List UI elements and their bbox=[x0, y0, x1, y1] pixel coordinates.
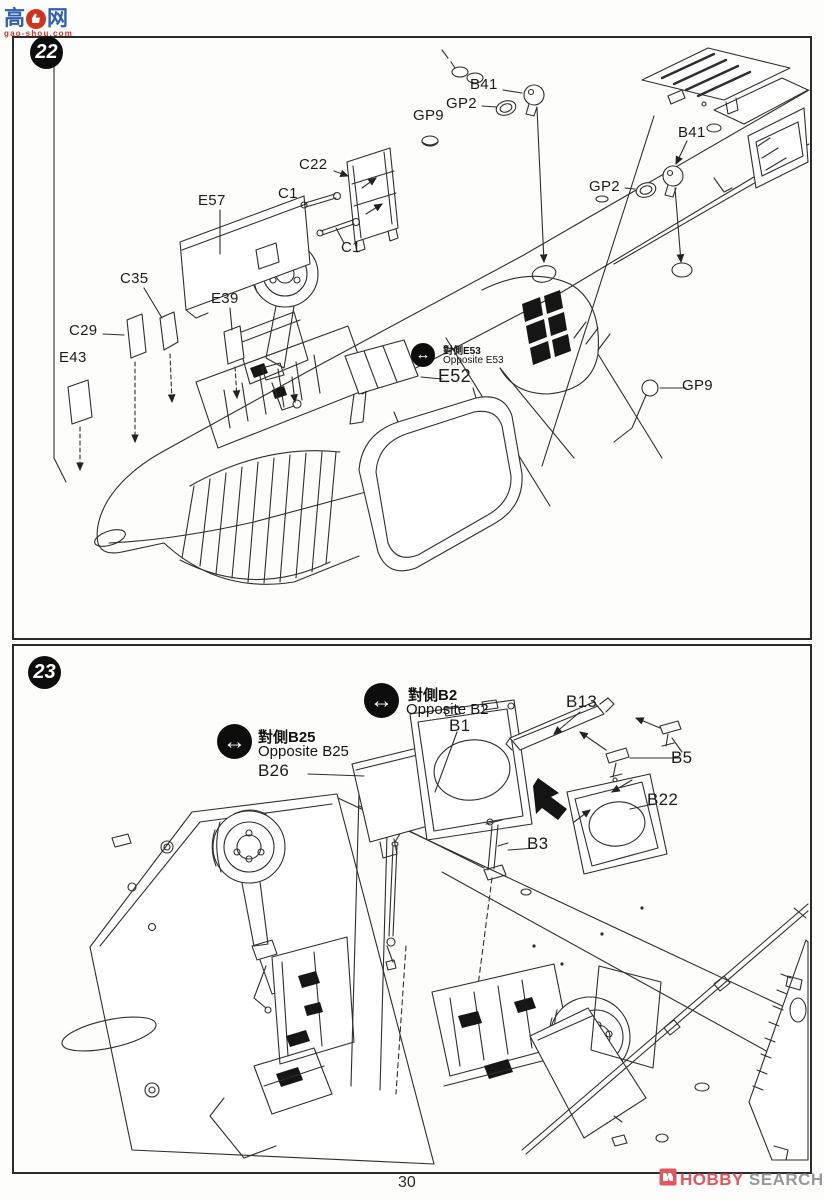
part-gp2-right bbox=[635, 182, 657, 198]
part-gp9-right bbox=[641, 379, 659, 397]
part-label-c35: C35 bbox=[120, 270, 149, 287]
part-b13 bbox=[505, 697, 615, 751]
nose-wheel bbox=[211, 809, 286, 884]
part-c1-lower bbox=[316, 217, 361, 237]
part-b3 bbox=[483, 818, 509, 881]
opposite-arrow-icon: ↔ bbox=[364, 683, 399, 718]
part-e57 bbox=[179, 195, 311, 319]
part-label-e52: E52 bbox=[438, 366, 471, 386]
gaoshou-watermark: 高 网 gao-shou.com bbox=[4, 8, 73, 38]
part-label-c1-lower: C1 bbox=[341, 239, 361, 256]
logo-text-hobby: HOBBY bbox=[680, 1169, 744, 1189]
part-label-b5: B5 bbox=[671, 748, 693, 767]
spar-strip bbox=[521, 903, 809, 1155]
opposite-note-en: Opposite E53 bbox=[443, 355, 504, 366]
part-b5-left bbox=[605, 747, 630, 783]
part-c1-upper bbox=[300, 191, 342, 209]
step-number-badge: 23 bbox=[28, 656, 61, 689]
main-gear-door bbox=[529, 1007, 647, 1139]
part-label-b41-right: B41 bbox=[678, 124, 706, 141]
part-label-e57: E57 bbox=[198, 192, 226, 209]
step-22-panel: 22 bbox=[12, 36, 812, 640]
part-label-b13: B13 bbox=[566, 692, 598, 711]
part-label-gp2-left: GP2 bbox=[446, 95, 477, 112]
part-label-c29: C29 bbox=[69, 322, 98, 339]
part-label-gp9-right: GP9 bbox=[682, 377, 713, 394]
part-label-b1: B1 bbox=[449, 716, 471, 735]
watermark-subtext: gao-shou.com bbox=[4, 29, 74, 38]
main-gear-bay bbox=[431, 963, 571, 1087]
part-e43 bbox=[67, 379, 93, 425]
part-c29 bbox=[126, 313, 147, 359]
part-b1 bbox=[409, 699, 533, 841]
logo-text-search: SEARCH bbox=[748, 1169, 824, 1189]
part-b41-right bbox=[662, 165, 684, 198]
part-e52 bbox=[344, 339, 419, 425]
step-22-illustration bbox=[53, 39, 810, 585]
avionics-console bbox=[253, 936, 355, 1115]
watermark-char-right: 网 bbox=[47, 7, 68, 30]
opposite-note-en: Opposite B2 bbox=[406, 701, 489, 718]
wing-panel bbox=[61, 793, 435, 1165]
watermark-char-left: 高 bbox=[4, 7, 25, 30]
part-b22 bbox=[566, 773, 668, 875]
part-label-gp9-left: GP9 bbox=[413, 107, 444, 124]
part-label-gp2-right: GP2 bbox=[589, 178, 620, 195]
gear-door bbox=[358, 387, 523, 572]
insert-arrow bbox=[533, 778, 567, 820]
step-number-badge: 22 bbox=[30, 36, 63, 69]
step-23-illustration bbox=[61, 697, 809, 1165]
part-c35 bbox=[159, 311, 179, 351]
part-label-b22: B22 bbox=[647, 790, 679, 809]
part-gp2-left bbox=[495, 100, 517, 116]
part-label-c22: C22 bbox=[299, 156, 328, 173]
opposite-arrow-icon: ↔ bbox=[217, 724, 252, 759]
page-number: 30 bbox=[398, 1174, 416, 1191]
part-gp9-left bbox=[421, 135, 439, 147]
opposite-note-cn: 對側B25 bbox=[258, 729, 316, 746]
part-label-b41-left: B41 bbox=[470, 76, 498, 93]
part-label-e39: E39 bbox=[211, 290, 239, 307]
intake-frames bbox=[641, 47, 809, 193]
part-e39 bbox=[223, 325, 245, 365]
opposite-note-cn: 對側E53 bbox=[443, 346, 481, 357]
hobby-search-watermark: HOBBY SEARCH bbox=[659, 1168, 824, 1191]
part-b41-left bbox=[523, 84, 545, 117]
opposite-arrow-icon: ↔ bbox=[411, 343, 435, 367]
right-panel bbox=[748, 939, 809, 1161]
part-label-e43: E43 bbox=[59, 349, 87, 366]
part-b5-right bbox=[659, 720, 682, 747]
step-23-panel: 23 bbox=[12, 644, 812, 1174]
hobby-search-icon bbox=[659, 1168, 677, 1191]
part-label-b26: B26 bbox=[258, 761, 290, 780]
nose-gear-strut bbox=[261, 305, 302, 411]
opposite-note-cn: 對側B2 bbox=[408, 687, 458, 704]
thumb-up-icon bbox=[26, 8, 46, 29]
part-c22 bbox=[346, 147, 399, 253]
antenna-rod bbox=[385, 823, 402, 971]
part-label-b3: B3 bbox=[527, 834, 549, 853]
part-label-c1-upper: C1 bbox=[278, 185, 298, 202]
opposite-note-en: Opposite B25 bbox=[258, 743, 349, 760]
